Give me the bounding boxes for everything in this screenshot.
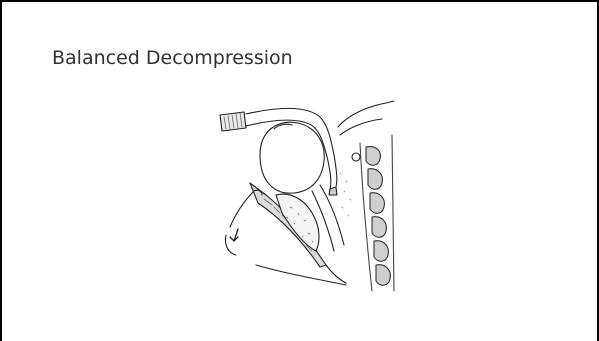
bone-outline-upper [338, 101, 394, 127]
foramen [352, 153, 360, 161]
slide-title: Balanced Decompression [52, 47, 293, 69]
globe [260, 122, 324, 193]
arrow [230, 229, 238, 241]
orbital-decompression-illustration [216, 95, 396, 292]
